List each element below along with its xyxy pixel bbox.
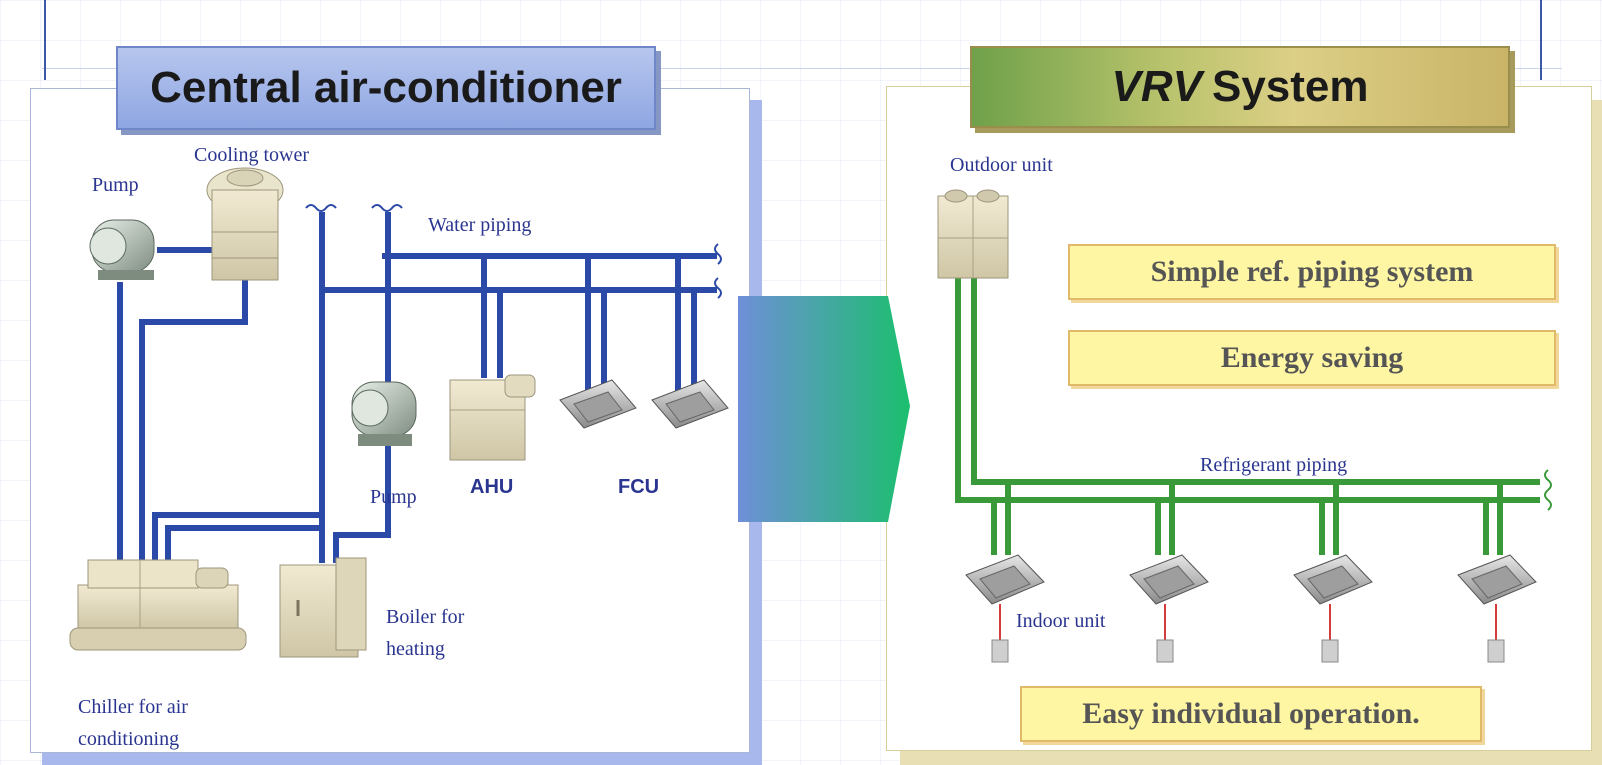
indoor-unit-label: Indoor unit xyxy=(1016,610,1106,632)
boiler-icon xyxy=(279,557,367,658)
refrigerant-break-marks xyxy=(1544,469,1552,511)
feature-energy-saving: Energy saving xyxy=(1068,330,1556,386)
water-piping-label: Water piping xyxy=(428,214,532,236)
cooling-tower-icon xyxy=(206,167,284,281)
central-ac-title: Central air-conditioner xyxy=(116,46,656,130)
cooling-tower-label: Cooling tower xyxy=(194,144,309,166)
pump-mid-label: Pump xyxy=(370,486,417,508)
refrigerant-piping-label: Refrigerant piping xyxy=(1200,454,1348,476)
pipe-break-marks xyxy=(305,204,722,299)
vrv-title-italic: VRV xyxy=(1111,62,1202,111)
chiller-label-line1: Chiller for air xyxy=(78,696,188,718)
slide-right-rule xyxy=(1540,0,1542,80)
refrigerant-piping xyxy=(955,272,1540,555)
pump-icon-middle xyxy=(351,381,417,446)
central-ac-title-text: Central air-conditioner xyxy=(150,63,622,112)
fcu-icon-2 xyxy=(651,379,729,429)
slide-header-rule xyxy=(42,68,1562,69)
fcu-icon-1 xyxy=(559,379,637,429)
ahu-label: AHU xyxy=(470,476,514,498)
vrv-title-rest: System xyxy=(1211,62,1369,111)
chiller-icon xyxy=(69,559,247,651)
pump-top-label: Pump xyxy=(92,174,139,196)
outdoor-unit-label: Outdoor unit xyxy=(950,154,1053,176)
feature-simple-piping-text: Simple ref. piping system xyxy=(1150,255,1474,288)
outdoor-unit-icon xyxy=(937,189,1009,279)
feature-individual-operation: Easy individual operation. xyxy=(1020,686,1482,742)
transition-arrow xyxy=(738,296,910,522)
vrv-system-title: VRV System xyxy=(970,46,1510,128)
chiller-label-line2: conditioning xyxy=(78,728,180,750)
feature-energy-saving-text: Energy saving xyxy=(1220,341,1404,374)
indoor-unit-icon-2 xyxy=(1129,554,1209,663)
fcu-label: FCU xyxy=(618,476,660,498)
indoor-unit-icon-3 xyxy=(1293,554,1373,663)
indoor-unit-icon-1 xyxy=(965,554,1045,663)
pump-icon-top xyxy=(89,219,155,280)
feature-individual-operation-text: Easy individual operation. xyxy=(1082,697,1420,730)
water-piping xyxy=(117,212,717,593)
ahu-icon xyxy=(449,374,536,461)
indoor-unit-icon-4 xyxy=(1457,554,1537,663)
slide-left-rule xyxy=(44,0,46,80)
feature-simple-piping: Simple ref. piping system xyxy=(1068,244,1556,300)
boiler-label-line2: heating xyxy=(386,638,445,660)
boiler-label-line1: Boiler for xyxy=(386,606,465,628)
